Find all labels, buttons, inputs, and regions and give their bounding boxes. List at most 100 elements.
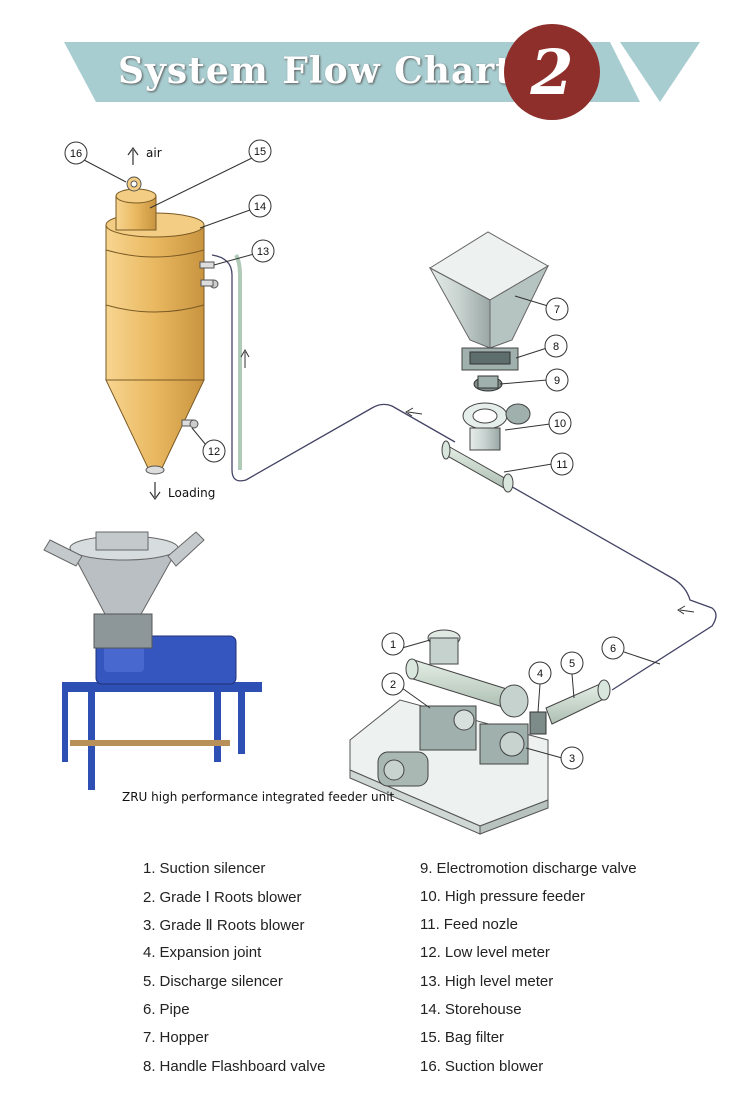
- legend-item: 3.Grade Ⅱ Roots blower: [143, 916, 304, 934]
- svg-text:2: 2: [390, 679, 396, 691]
- legend-number: 8.: [143, 1058, 156, 1075]
- section-number-badge: 2: [504, 24, 600, 120]
- flashboard-valve: [461, 347, 519, 371]
- low-level-meter: [181, 419, 199, 429]
- svg-text:8: 8: [553, 341, 559, 353]
- legend-item: 6.Pipe: [143, 1001, 190, 1018]
- legend-number: 13.: [420, 973, 441, 990]
- conveying-pipe: [211, 254, 717, 691]
- page-title: System Flow Chart: [118, 50, 513, 92]
- legend-number: 1.: [143, 860, 156, 877]
- callout-3: 3: [525, 746, 584, 770]
- storehouse-silo: [105, 176, 219, 475]
- callout-13: 13: [213, 239, 275, 266]
- callout-12: 12: [191, 427, 226, 463]
- feed-nozzle: [441, 440, 514, 493]
- legend-text: Pipe: [159, 1001, 190, 1018]
- callout-16: 16: [64, 141, 127, 183]
- callout-5: 5: [560, 651, 584, 699]
- legend-item: 16.Suction blower: [420, 1058, 543, 1075]
- hopper: [428, 231, 550, 349]
- svg-text:12: 12: [208, 446, 220, 458]
- callout-8: 8: [515, 334, 568, 359]
- blower-skid: [349, 629, 611, 835]
- legend-item: 5.Discharge silencer: [143, 973, 283, 990]
- discharge-valve: [473, 375, 503, 392]
- legend-item: 13.High level meter: [420, 973, 553, 990]
- loading-label: Loading: [168, 486, 216, 500]
- flow-arrow-right: [677, 605, 695, 615]
- callout-6: 6: [601, 636, 661, 665]
- callout-1: 1: [381, 632, 431, 656]
- svg-text:13: 13: [257, 246, 269, 258]
- legend-item: 2.Grade Ⅰ Roots blower: [143, 888, 302, 906]
- legend-number: 6.: [143, 1001, 156, 1018]
- legend-item: 8.Handle Flashboard valve: [143, 1058, 325, 1075]
- legend-item: 1.Suction silencer: [143, 860, 265, 877]
- svg-text:9: 9: [554, 375, 560, 387]
- loading-down-arrow: [149, 482, 161, 501]
- legend-item: 4.Expansion joint: [143, 944, 261, 961]
- callout-10: 10: [504, 411, 572, 435]
- flow-arrow-vertical: [240, 348, 250, 368]
- legend-number: 9.: [420, 860, 433, 877]
- callout-15: 15: [149, 139, 272, 209]
- legend-text: Discharge silencer: [159, 973, 283, 990]
- high-pressure-feeder: [462, 402, 531, 451]
- legend-item: 7.Hopper: [143, 1029, 209, 1046]
- legend-item: 12.Low level meter: [420, 944, 550, 961]
- legend-text: Grade Ⅱ Roots blower: [159, 917, 305, 934]
- legend-item: 14.Storehouse: [420, 1001, 522, 1018]
- callout-2: 2: [381, 672, 431, 709]
- legend-text: High pressure feeder: [444, 888, 585, 905]
- legend-number: 12.: [420, 944, 441, 961]
- callout-11: 11: [503, 452, 574, 476]
- svg-text:15: 15: [254, 146, 266, 158]
- legend-item: 11.Feed nozle: [420, 916, 518, 933]
- legend-text: Storehouse: [444, 1001, 522, 1018]
- svg-text:7: 7: [554, 304, 560, 316]
- legend-text: High level meter: [444, 973, 554, 990]
- legend-number: 2.: [143, 889, 156, 906]
- flow-diagram: 16 15 14 13 12 7 8 9 10: [43, 139, 717, 835]
- legend-number: 10.: [420, 888, 441, 905]
- legend-item: 9.Electromotion discharge valve: [420, 860, 637, 877]
- legend-text: Grade Ⅰ Roots blower: [159, 889, 302, 906]
- legend-number: 16.: [420, 1058, 441, 1075]
- legend-text: Hopper: [159, 1029, 209, 1046]
- flow-arrow-mid: [405, 407, 423, 417]
- legend-item: 15.Bag filter: [420, 1029, 504, 1046]
- legend-item: 10.High pressure feeder: [420, 888, 585, 905]
- svg-text:3: 3: [569, 753, 575, 765]
- svg-text:16: 16: [70, 148, 82, 160]
- svg-text:6: 6: [610, 643, 616, 655]
- feeder-unit-photo: [43, 531, 262, 790]
- legend-number: 4.: [143, 944, 156, 961]
- svg-text:10: 10: [554, 418, 566, 430]
- legend-number: 11.: [420, 916, 440, 933]
- svg-text:4: 4: [537, 668, 543, 680]
- banner-shape: [64, 42, 700, 102]
- legend-number: 15.: [420, 1029, 441, 1046]
- high-level-meter: [199, 261, 219, 289]
- legend-text: Expansion joint: [159, 944, 262, 961]
- legend-text: Suction silencer: [159, 860, 266, 877]
- air-up-arrow: [127, 146, 139, 165]
- legend-text: Electromotion discharge valve: [436, 860, 637, 877]
- legend-number: 7.: [143, 1029, 156, 1046]
- callout-14: 14: [199, 194, 272, 229]
- callout-4: 4: [528, 661, 552, 713]
- legend-number: 14.: [420, 1001, 441, 1018]
- header-banner: System Flow Chart 2: [0, 0, 750, 130]
- legend-text: Handle Flashboard valve: [159, 1058, 326, 1075]
- svg-text:14: 14: [254, 201, 266, 213]
- callout-9: 9: [499, 368, 569, 392]
- svg-text:11: 11: [556, 459, 567, 471]
- photo-caption: ZRU high performance integrated feeder u…: [122, 790, 395, 804]
- legend-number: 5.: [143, 973, 156, 990]
- air-label: air: [146, 146, 162, 160]
- svg-text:1: 1: [390, 639, 396, 651]
- callout-7: 7: [514, 295, 569, 321]
- legend-text: Suction blower: [444, 1058, 544, 1075]
- legend-text: Feed nozle: [443, 916, 518, 933]
